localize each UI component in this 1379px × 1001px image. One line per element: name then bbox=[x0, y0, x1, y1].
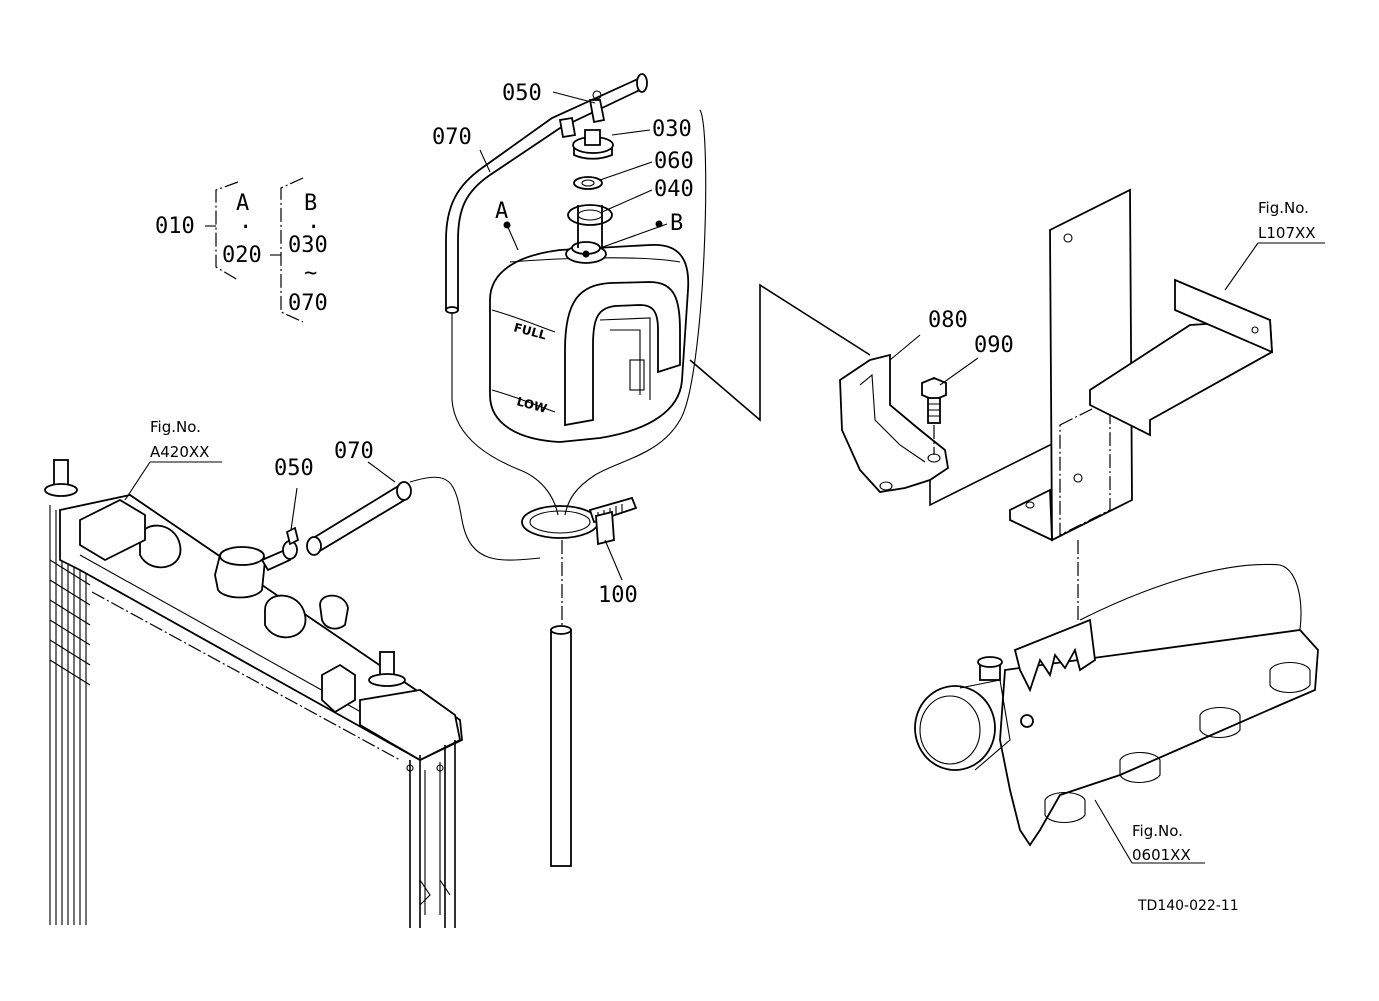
mark-b: B bbox=[670, 211, 683, 236]
legend-root-010: 010 bbox=[155, 214, 195, 239]
legend-item-070: 070 bbox=[288, 291, 328, 316]
legend: 010 A · 020 B · 030 ~ 070 bbox=[155, 177, 328, 323]
figref-a420-prefix: Fig.No. bbox=[150, 418, 201, 436]
callout-040: 040 bbox=[654, 177, 694, 202]
support-plate bbox=[1089, 278, 1273, 437]
figref-0601-code: 0601XX bbox=[1132, 846, 1191, 864]
legend-letter-a: A bbox=[236, 191, 249, 216]
callout-030: 030 bbox=[652, 117, 692, 142]
legend-item-030: 030 bbox=[288, 233, 328, 258]
bolt-090 bbox=[921, 377, 947, 455]
legend-tilde: ~ bbox=[304, 261, 317, 286]
figref-l107-prefix: Fig.No. bbox=[1258, 199, 1309, 217]
callout-060: 060 bbox=[654, 149, 694, 174]
drain-pipe bbox=[550, 540, 572, 867]
overflow-hose-upper bbox=[445, 73, 648, 314]
callout-070-lower: 070 bbox=[334, 439, 374, 464]
intake-manifold bbox=[914, 563, 1319, 847]
hose-band-clamp bbox=[521, 496, 638, 546]
tank-bracket-080 bbox=[839, 353, 949, 493]
callout-050-upper: 050 bbox=[502, 81, 542, 106]
legend-dot-b: · bbox=[307, 215, 320, 240]
figref-l107-code: L107XX bbox=[1258, 224, 1316, 242]
callout-100: 100 bbox=[598, 583, 638, 608]
frame-bracket bbox=[1009, 188, 1133, 542]
mark-a: A bbox=[495, 199, 508, 224]
hose-clip-lower bbox=[282, 526, 300, 560]
legend-dot-a: · bbox=[239, 215, 252, 240]
mark-a-dot bbox=[503, 221, 511, 229]
washer-060 bbox=[573, 176, 603, 190]
hose-clip-upper bbox=[588, 90, 606, 124]
radiator bbox=[44, 459, 463, 928]
tank-cap-030 bbox=[572, 129, 614, 160]
legend-item-020: 020 bbox=[222, 243, 262, 268]
figref-a420-code: A420XX bbox=[150, 443, 209, 461]
legend-letter-b: B bbox=[304, 191, 317, 216]
callout-090: 090 bbox=[974, 333, 1014, 358]
callout-leaders bbox=[124, 91, 1325, 864]
drawing-id: TD140-022-11 bbox=[1137, 898, 1239, 914]
overflow-hose-lower bbox=[306, 481, 412, 556]
reserve-tank: FULL LOW bbox=[451, 109, 707, 516]
callout-070-upper: 070 bbox=[432, 125, 472, 150]
tank-packing-040 bbox=[567, 204, 613, 248]
callout-080: 080 bbox=[928, 308, 968, 333]
mark-b-dot bbox=[655, 220, 663, 228]
callout-050-lower: 050 bbox=[274, 456, 314, 481]
figref-0601-prefix: Fig.No. bbox=[1132, 822, 1183, 840]
